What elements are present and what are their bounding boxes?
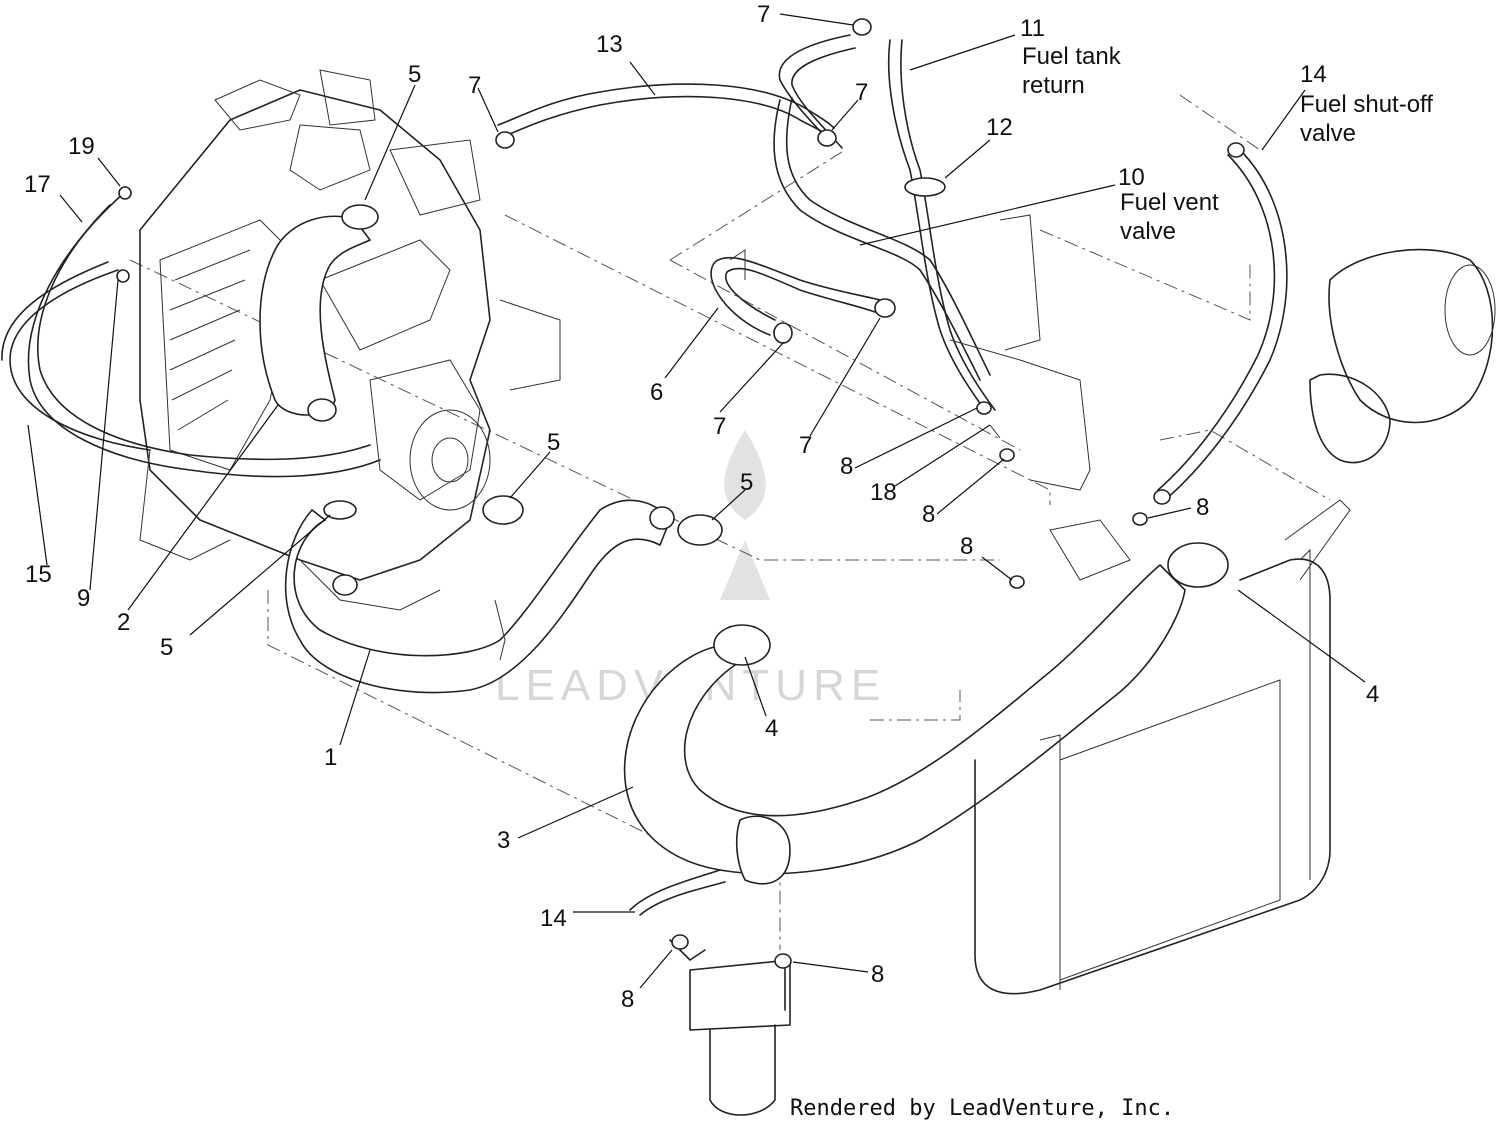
callout-5c: 5 [547,429,560,456]
callout-9: 9 [77,585,90,612]
callout-7b: 7 [855,79,868,106]
callout-8c: 8 [1196,494,1209,521]
callout-8f: 8 [871,961,884,988]
callout-11-label-line1: Fuel tank [1022,43,1122,70]
hose-2 [259,204,379,422]
callout-14b: 14 [540,905,567,932]
right-component [1309,248,1496,464]
callout-14a-label-line2: valve [1300,120,1356,147]
callout-1: 1 [324,744,337,771]
callout-4a: 4 [765,715,778,742]
callout-8b: 8 [922,501,935,528]
callout-2: 2 [117,609,130,636]
callout-10-label-line2: valve [1120,218,1176,245]
callout-8d: 8 [960,533,973,560]
hose-1 [284,499,671,694]
assembly-guide-lines [129,94,1331,950]
callout-15: 15 [25,561,52,588]
hose-3 [623,542,1229,885]
leader-lines [27,13,1366,989]
callout-8a: 8 [840,453,853,480]
callout-14a: 14 [1300,61,1327,88]
callout-18: 18 [870,479,897,506]
callout-5b: 5 [160,634,173,661]
hose-6 [710,249,896,344]
hose-13 [497,34,856,149]
watermark-flame-icon [720,430,770,600]
hose-14-right [1153,142,1288,505]
callout-4b: 4 [1366,681,1379,708]
callouts: 1 2 3 4 4 5 5 5 5 6 7 7 7 7 7 8 8 8 8 8 … [24,1,1433,1013]
callout-10-label-line1: Fuel vent [1120,189,1219,216]
credit-text: Rendered by LeadVenture, Inc. [790,1096,1174,1121]
callout-7e: 7 [799,432,812,459]
callout-11: 11 [1020,15,1045,42]
callout-11-label-line2: return [1022,72,1085,99]
left-fuel-lines [1,191,381,478]
callout-12: 12 [986,114,1013,141]
fuel-vent-lines [773,39,1091,491]
callout-7c: 7 [757,1,770,28]
engine-assembly [139,69,561,611]
callout-5d: 5 [740,469,753,496]
callout-17: 17 [24,171,51,198]
callout-8e: 8 [621,986,634,1013]
callout-14a-label-line1: Fuel shut-off [1300,91,1433,118]
clamps [116,18,1148,969]
callout-19: 19 [68,133,95,160]
callout-6: 6 [650,379,663,406]
callout-5a: 5 [408,61,421,88]
fuel-filter [629,869,791,1116]
callout-13: 13 [596,31,623,58]
callout-3: 3 [497,827,510,854]
radiator [974,499,1351,995]
callout-7d: 7 [713,413,726,440]
callout-7a: 7 [468,72,481,99]
callout-10: 10 [1118,164,1145,191]
